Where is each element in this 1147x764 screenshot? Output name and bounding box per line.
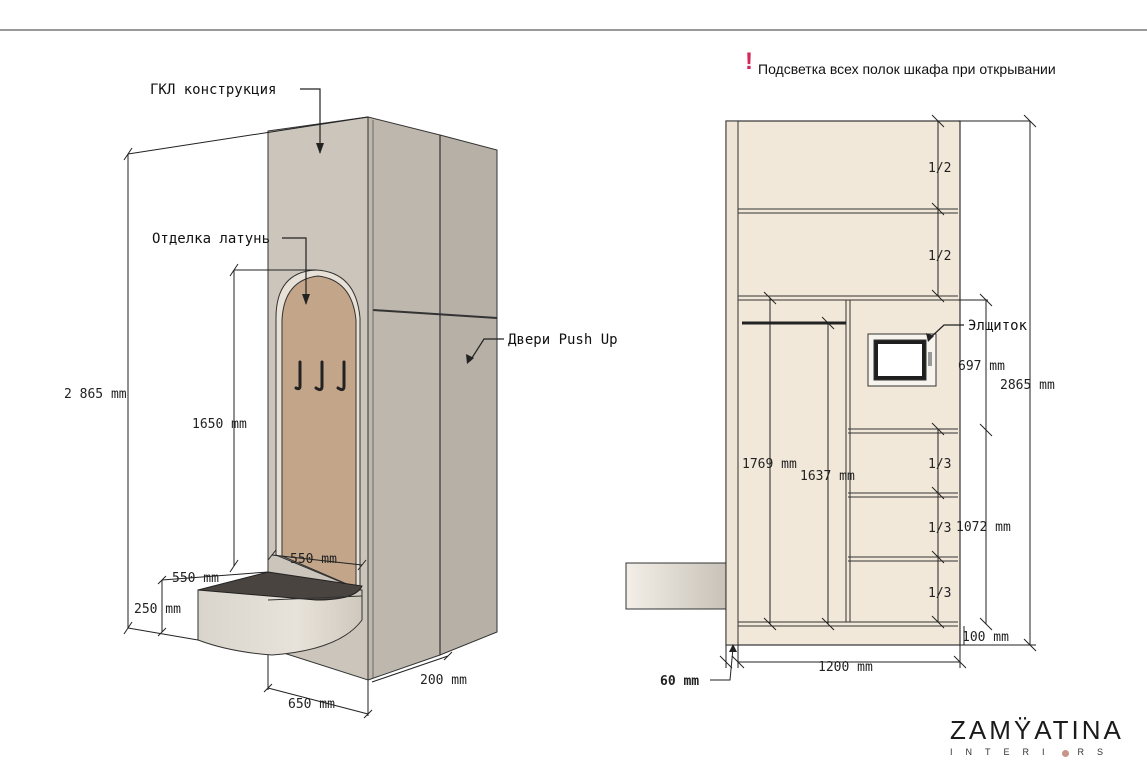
seat-height-dim: 250 mm [134, 602, 181, 617]
left-dimension-lines [123, 116, 453, 719]
hang-inner-dim: 1637 mm [800, 469, 855, 484]
doors-leader [469, 338, 504, 362]
seat-width-dim: 650 mm [288, 697, 335, 712]
logo-dot-icon [1062, 750, 1069, 757]
brass-panel [281, 275, 357, 589]
plinth-dim: 100 mm [962, 630, 1009, 645]
shelf-lines [738, 208, 958, 627]
logo-sub-right: RS [1077, 747, 1117, 757]
panel-label: Элщиток [968, 318, 1028, 334]
right-dimension-lines [710, 114, 1037, 681]
gkl-leader [300, 88, 321, 153]
brass-label: Отделка латунь [152, 231, 270, 247]
alert-icon: ! [745, 48, 753, 75]
panel-leader [929, 324, 964, 339]
total-height-dim: 2 865 mm [64, 387, 127, 402]
doors-label: Двери Push Up [508, 332, 618, 348]
lighting-note: Подсветка всех полок шкафа при открывани… [758, 61, 1056, 77]
gkl-label: ГКЛ конструкция [150, 82, 276, 98]
depth-dim: 200 mm [420, 673, 467, 688]
arch-height-dim: 1650 mm [192, 417, 247, 432]
seat-top [197, 571, 363, 601]
total-height-right-dim: 2865 mm [1000, 378, 1055, 393]
left-isometric-view: ГКЛ конструкция Отделка латунь Двери Pus… [64, 82, 618, 719]
seat-front [197, 589, 363, 656]
width-dim: 1200 mm [818, 660, 873, 675]
seat-depth-dim: 550 mm [172, 571, 219, 586]
third-1-dim: 1/3 [928, 457, 951, 472]
panel-height-dim: 697 mm [958, 359, 1005, 374]
logo-wordmark: ZAMŸATINA [950, 715, 1124, 745]
cabinet-front-face [439, 134, 498, 656]
logo-sub-left: INTERI [950, 747, 1058, 757]
niche-width-dim: 550 mm [290, 552, 337, 567]
logo-subline: INTERI RS [950, 747, 1130, 757]
hook-icon [336, 360, 346, 392]
hook-icon [294, 360, 302, 391]
cabinet-side-face [367, 116, 441, 681]
half-bottom-dim: 1/2 [928, 249, 951, 264]
offset-dim: 60 mm [660, 674, 699, 689]
hang-outer-dim: 1769 mm [742, 457, 797, 472]
shelves-height-dim: 1072 mm [956, 520, 1011, 535]
half-top-dim: 1/2 [928, 161, 951, 176]
bench-protrusion [625, 562, 727, 610]
brass-leader [282, 237, 307, 304]
right-front-view: 1/2 1/2 Элщиток 697 mm 2865 mm 1769 mm 1… [625, 114, 1055, 689]
hook-icon [314, 360, 324, 392]
third-2-dim: 1/3 [928, 521, 951, 536]
brand-logo: ZAMŸATINA INTERI RS [950, 717, 1130, 757]
hook-icons [294, 360, 346, 392]
third-3-dim: 1/3 [928, 586, 951, 601]
